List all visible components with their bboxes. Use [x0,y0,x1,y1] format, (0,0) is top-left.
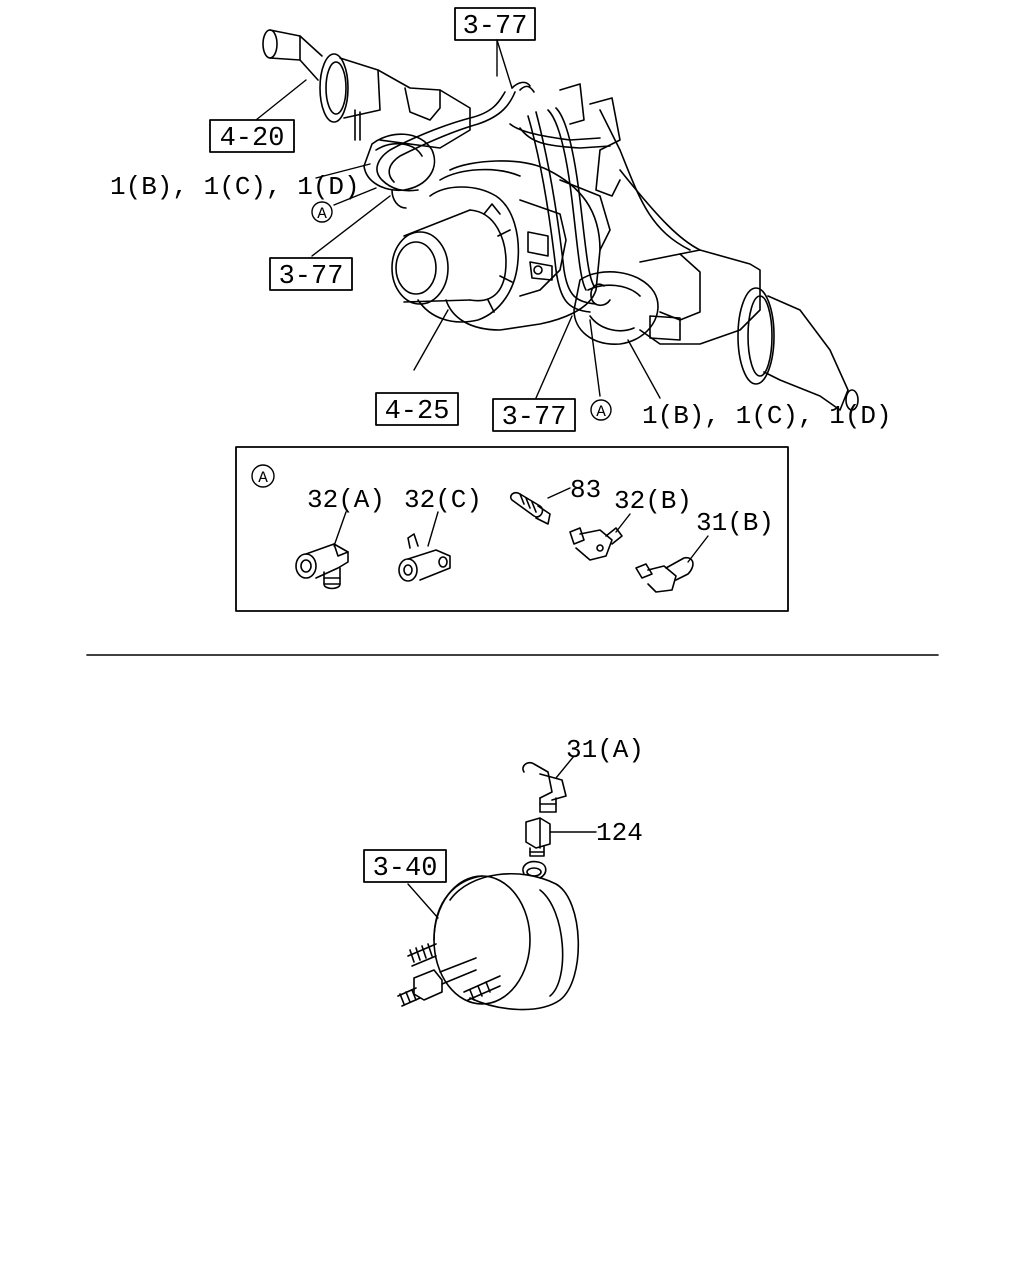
fitting-31b [635,556,694,593]
brake-pipes [376,81,611,313]
fitting-124 [525,817,551,857]
label-124: 124 [596,818,643,848]
lower-leader-lines [407,755,597,919]
fitting-32b [569,527,623,561]
label-32a: 32(A) [307,485,385,515]
differential-housing [391,160,611,331]
detail-a-tag: A [251,464,275,488]
detail-a-leaders [333,487,709,563]
brake-chamber-illustration [397,860,580,1011]
rear-axle-assembly-illustration [262,29,859,411]
detail-ref-a-right: A [590,399,612,421]
label-chambers-right: 1(B), 1(C), 1(D) [642,401,892,431]
callout-box-3-77-bottom: 3-77 [492,398,576,433]
fitting-32a [295,543,349,590]
callout-box-3-77-left: 3-77 [269,257,353,292]
label-31b: 31(B) [696,508,774,538]
right-axle-housing [559,83,859,411]
callout-box-4-20: 4-20 [209,119,295,154]
label-83: 83 [570,475,601,505]
label-32c: 32(C) [404,485,482,515]
svg-text:4-25: 4-25 [385,397,450,427]
callout-box-3-77-top: 3-77 [454,7,536,42]
svg-text:A: A [258,469,268,487]
callout-box-3-40: 3-40 [363,849,447,884]
right-brake-chamber [573,271,659,345]
svg-text:4-20: 4-20 [220,124,285,154]
label-32b: 32(B) [614,486,692,516]
left-axle-shaft [262,29,471,149]
detail-ref-a-left: A [311,201,333,223]
fitting-31a [522,761,567,813]
svg-text:A: A [596,403,606,421]
label-chambers-left: 1(B), 1(C), 1(D) [110,172,360,202]
svg-text:3-77: 3-77 [502,403,567,433]
upper-leader-lines [255,39,661,399]
detail-a-panel: A 32(A) 32(C) 83 32(B) 31(B) [235,446,789,612]
svg-text:3-77: 3-77 [463,12,528,42]
label-31a: 31(A) [566,735,644,765]
svg-text:3-77: 3-77 [279,262,344,292]
callout-box-4-25: 4-25 [375,392,459,427]
fitting-32c [398,533,451,582]
svg-text:A: A [317,205,327,223]
svg-text:3-40: 3-40 [373,854,438,884]
fitting-83 [509,491,551,525]
